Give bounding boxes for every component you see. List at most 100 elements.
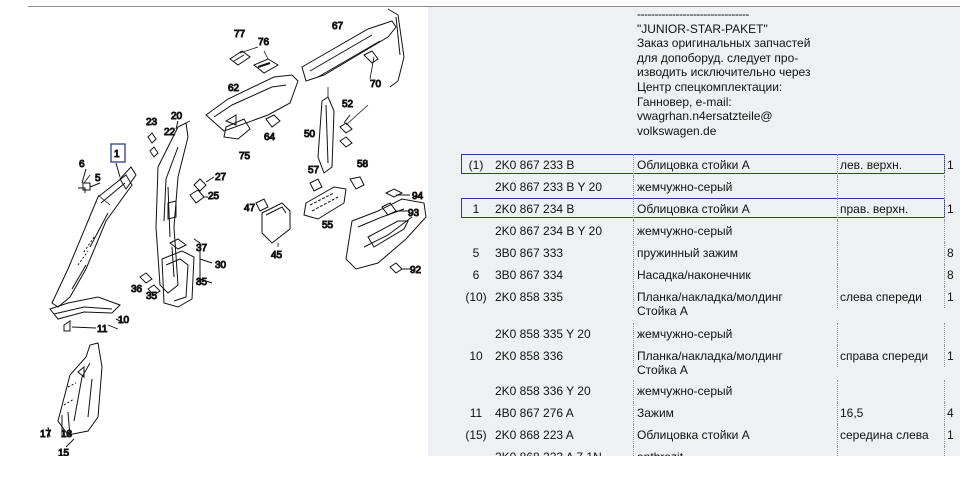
part-number-cell: 2K0 867 234 B — [495, 202, 575, 216]
column-separator — [837, 264, 838, 286]
callout-30: 30 — [215, 260, 227, 271]
upper-trim-part-62 — [205, 8, 405, 132]
column-separator — [944, 198, 945, 220]
description-cell: Облицовка стойки А — [637, 428, 750, 442]
position-cell: (1) — [468, 158, 484, 172]
parts-table-panel: -------------------------------- "JUNIOR… — [428, 7, 960, 456]
description-line: жемчужно-серый — [637, 327, 733, 341]
clip-parts-5-6 — [78, 168, 101, 193]
column-separator — [837, 323, 838, 345]
callout-75: 75 — [239, 151, 251, 162]
quantity-cell: 1 — [947, 428, 954, 442]
callout-64: 64 — [264, 132, 276, 143]
notice-divider: -------------------------------- — [637, 7, 749, 21]
column-separator — [633, 220, 634, 242]
callout-37: 37 — [196, 243, 208, 254]
parts-diagram: 1 5 6 10 11 15 17 18 20 22 23 25 27 30 3… — [28, 7, 428, 457]
description-line: anthrazit — [637, 450, 683, 456]
quantity-cell: 1 — [947, 202, 954, 216]
callout-10: 10 — [118, 315, 130, 326]
callout-50: 50 — [304, 129, 316, 140]
note-cell: прав. верхн. — [840, 202, 909, 216]
callout-36: 36 — [131, 284, 143, 295]
position-cell: 1 — [472, 202, 480, 216]
b-pillar-lower-part-30 — [139, 238, 213, 308]
position-cell: (15) — [465, 428, 487, 442]
column-separator — [633, 154, 634, 176]
description-cell: пружинный зажим — [637, 246, 738, 260]
callout-27: 27 — [215, 172, 227, 183]
notice-line: изводить исключительно через — [637, 65, 811, 80]
package-notice: -------------------------------- "JUNIOR… — [637, 7, 810, 138]
column-separator — [944, 220, 945, 242]
callout-35b: 35 — [196, 277, 208, 288]
callout-35: 35 — [146, 291, 158, 302]
callout-5: 5 — [95, 173, 101, 184]
cap-part-45 — [255, 198, 291, 244]
note-cell: лев. верхн. — [840, 158, 903, 172]
description-line: Облицовка стойки А — [637, 202, 750, 216]
notice-line: "JUNIOR-STAR-PAKET" — [637, 21, 768, 36]
part-number-cell: 3B0 867 333 — [495, 246, 564, 260]
part-number-cell: 2K0 868 223 A 7 1N — [495, 450, 602, 456]
handle-part-55 — [303, 176, 365, 220]
table-row[interactable]: 2K0 867 233 B Y 20 жемчужно-серый — [428, 176, 960, 198]
column-separator — [944, 380, 945, 402]
quantity-cell: 1 — [947, 158, 954, 172]
position-cell: (10) — [465, 290, 487, 304]
callout-93: 93 — [408, 208, 420, 219]
note-cell: слева спереди — [840, 290, 922, 304]
description-line: пружинный зажим — [637, 246, 738, 260]
description-line: Планка/накладка/молдинг — [637, 290, 783, 304]
callout-17: 17 — [40, 429, 52, 440]
quantity-cell: 4 — [947, 406, 954, 420]
notice-line: vwagrhan.n4ersatzteile@ — [637, 109, 773, 124]
part-number-cell: 2K0 858 336 — [495, 349, 564, 363]
column-separator — [944, 402, 945, 424]
column-separator — [837, 424, 838, 446]
description-line: Зажим — [637, 406, 674, 420]
column-separator — [944, 446, 945, 456]
part-number-cell: 2K0 867 233 B Y 20 — [495, 180, 602, 194]
column-separator — [633, 176, 634, 198]
description-line: Стойка А — [637, 363, 688, 377]
door-handle-housing — [345, 188, 427, 274]
column-separator — [837, 286, 838, 308]
description-cell: Облицовка стойки А — [637, 158, 750, 172]
table-row[interactable]: 2K0 868 223 A 7 1N anthrazit — [428, 446, 960, 456]
table-row[interactable]: 1 2K0 867 234 B прав. верхн. 1 Облицовка сто… — [428, 198, 960, 220]
description-line: жемчужно-серый — [637, 180, 733, 194]
part-number-cell: 2K0 868 223 A — [495, 428, 574, 442]
a-pillar-trim-part — [51, 143, 137, 308]
column-separator — [944, 242, 945, 264]
lower-trim-part-15 — [47, 342, 103, 448]
callout-94: 94 — [412, 191, 424, 202]
column-separator — [944, 323, 945, 345]
column-separator — [944, 286, 945, 308]
bottom-margin — [0, 456, 960, 481]
cover-parts-75-76-77 — [223, 50, 281, 140]
b-pillar-trim-part-20 — [147, 120, 215, 294]
column-separator — [944, 264, 945, 286]
description-line: Насадка/наконечник — [637, 268, 751, 282]
callout-20: 20 — [171, 111, 183, 122]
column-separator — [837, 446, 838, 456]
callout-58: 58 — [357, 159, 369, 170]
quantity-cell: 1 — [947, 349, 954, 363]
description-cell: жемчужно-серый — [637, 327, 732, 341]
description-cell: anthrazit — [637, 450, 683, 456]
column-separator — [944, 345, 945, 367]
column-separator — [837, 402, 838, 424]
column-separator — [633, 323, 634, 345]
